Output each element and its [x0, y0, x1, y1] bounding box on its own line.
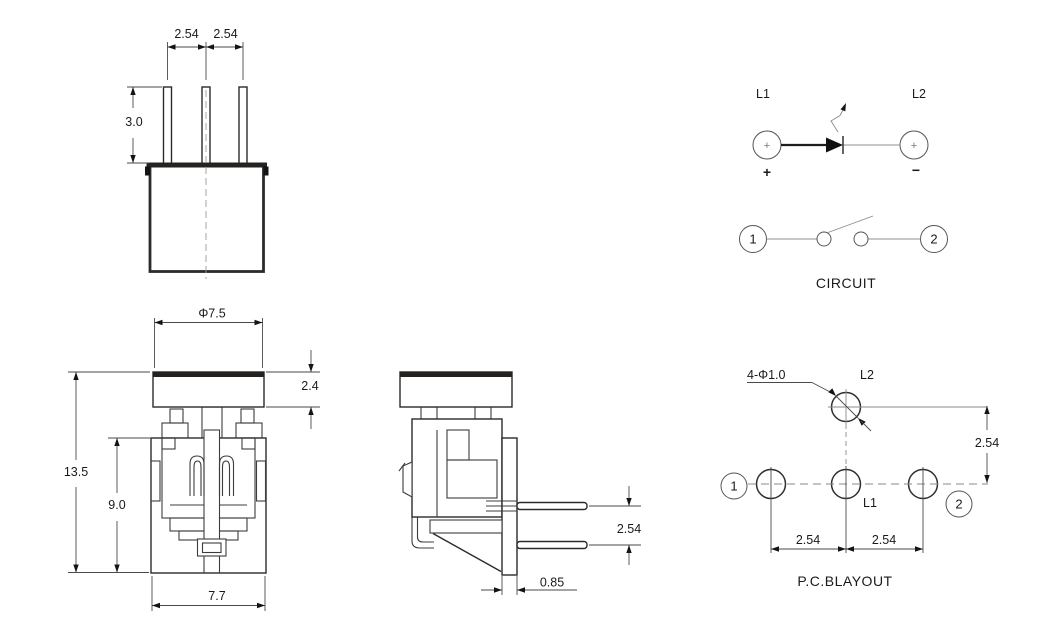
dim-label-plate-thickness: 0.85 [540, 576, 564, 590]
spring-contact-left [189, 455, 205, 496]
dim-pin-spacing: 2.54 [589, 486, 641, 565]
dim-label-pin-spacing: 2.54 [617, 522, 641, 536]
pin-right [238, 86, 248, 165]
led-polarity-minus: − [912, 162, 920, 178]
led-diode-symbol [826, 137, 843, 153]
pin-upper [516, 501, 588, 511]
inner-block [446, 459, 498, 499]
dim-cap-diameter: Φ7.5 [154, 307, 263, 368]
plunger-shaft [203, 429, 221, 553]
label-pcb-l1: L1 [863, 496, 877, 510]
dim-cap-height: 2.4 [266, 350, 320, 429]
dim-label-pcb-left-pitch: 2.54 [796, 533, 820, 547]
hole-diameter-callout: 4-Φ1.0 [747, 368, 872, 432]
switch-contact-left [816, 231, 832, 247]
button-cap [152, 371, 265, 408]
switch-body-outline [148, 162, 265, 273]
corner-nub-right [263, 166, 269, 176]
dim-pin-length: 3.0 [125, 86, 162, 164]
housing-side [411, 418, 503, 518]
corner-nub-left [145, 166, 150, 176]
circuit-title: CIRCUIT [816, 275, 876, 291]
dim-plate-thickness: 0.85 [481, 576, 577, 595]
dim-label-body-height: 9.0 [108, 498, 125, 512]
dim-label-body-width: 7.7 [208, 589, 225, 603]
pcb-pad-1-label: 1 [730, 479, 737, 494]
button-cap-side [399, 371, 513, 408]
dim-label-pcb-vertical: 2.54 [975, 436, 999, 450]
dim-label-cap-diameter: Φ7.5 [198, 307, 225, 321]
switch-terminal-2-label: 2 [930, 232, 937, 247]
led-terminal-right-sign: + [911, 140, 917, 152]
led-polarity-plus: + [763, 164, 771, 180]
front-view: Φ7.5 2.4 13.5 9.0 [64, 307, 320, 611]
dim-pin-pitch: 2.54 2.54 [167, 27, 244, 80]
pin-left [162, 86, 173, 165]
switch-lever [827, 215, 874, 233]
latch-block [196, 538, 227, 557]
label-led-l1: L1 [756, 87, 770, 101]
dim-pcb-vertical-pitch: 2.54 [975, 406, 999, 483]
spring-contact-right [218, 455, 235, 496]
dim-overall-height: 13.5 [64, 371, 150, 573]
label-led-l2: L2 [912, 87, 926, 101]
dim-label-pitch-right: 2.54 [213, 27, 237, 41]
top-view: 2.54 2.54 3.0 [125, 27, 269, 279]
switch-contact-right [853, 231, 869, 247]
dim-label-cap-height: 2.4 [301, 379, 318, 393]
dim-label-pcb-right-pitch: 2.54 [872, 533, 896, 547]
pcb-pad-2-bubble [945, 490, 973, 518]
led-terminal-left-sign: + [764, 140, 770, 152]
dim-body-width: 7.7 [151, 576, 266, 611]
dim-label-pitch-left: 2.54 [174, 27, 198, 41]
side-slot-left [150, 460, 161, 502]
label-pcb-l2: L2 [860, 368, 874, 382]
pcb-title: P.C.BLAYOUT [797, 573, 892, 589]
pcb-pad-1-bubble [720, 472, 748, 500]
side-clip [402, 461, 413, 498]
side-slot-right [255, 460, 267, 502]
bottom-bracket [411, 517, 434, 549]
led-light-arrow [830, 108, 844, 133]
pcb-layout: 4-Φ1.0 L2 L1 1 2 2.54 2.54 2. [720, 368, 999, 589]
circuit-diagram: L1 L2 + + + − 1 2 CIRCUIT [739, 87, 948, 291]
dim-label-pin-length: 3.0 [125, 115, 142, 129]
hole-callout-label: 4-Φ1.0 [747, 368, 786, 382]
pin-lower [516, 540, 588, 550]
dim-label-overall-height: 13.5 [64, 465, 88, 479]
dim-body-height: 9.0 [108, 437, 150, 573]
support-gusset [432, 532, 502, 573]
pcb-pad-2-label: 2 [955, 497, 962, 512]
side-view: 2.54 0.85 [398, 371, 641, 595]
base-plate [429, 519, 503, 534]
dim-pcb-horizontal-pitch: 2.54 2.54 [771, 533, 923, 552]
switch-terminal-1-label: 1 [749, 232, 756, 247]
